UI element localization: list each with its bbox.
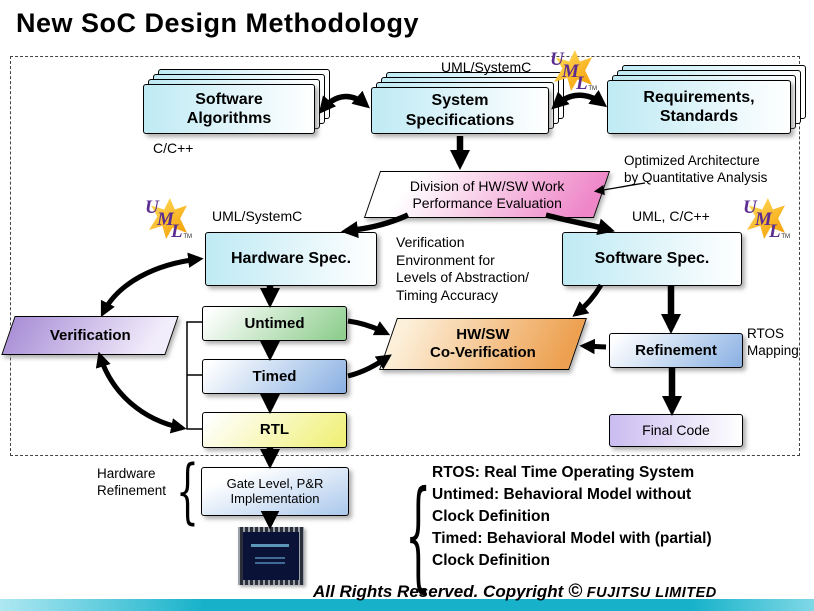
label-verification-environment: Verification Environment for Levels of A… (396, 234, 530, 303)
node-label: Software Algorithms (186, 90, 272, 127)
uml-tm: TM (588, 86, 597, 92)
node-label: Software Spec. (594, 249, 710, 267)
uml-logo-icon: U M L TM (742, 196, 790, 242)
node-label: Verification (49, 326, 131, 344)
uml-letter: M (755, 209, 772, 230)
uml-logo-icon: U M L TM (144, 196, 192, 242)
node-label: Gate Level, P&R Implementation (226, 475, 324, 506)
node-label: Requirements, Standards (643, 88, 755, 125)
uml-letter: U (550, 49, 564, 70)
legend: RTOS: Real Time Operating System Untimed… (432, 462, 712, 572)
node-rtl: RTL (202, 412, 347, 448)
copyright-symbol: © (568, 581, 583, 602)
dashed-boundary (10, 56, 800, 456)
label-hardware-refinement: Hardware Refinement (97, 466, 167, 498)
uml-letter: L (171, 221, 183, 242)
node-timed: Timed (202, 359, 347, 394)
node-label: RTL (259, 421, 290, 439)
company-name: FUJITSU LIMITED (586, 585, 717, 601)
node-label: Final Code (642, 422, 710, 439)
label-c-cpp: C/C++ (153, 140, 194, 156)
node-verification: Verification (1, 316, 179, 355)
node-label: Timed (252, 367, 297, 385)
legend-item: Timed: Behavioral Model with (partial) C… (432, 530, 712, 569)
label-rtos-mapping: RTOS Mapping (747, 326, 799, 358)
bottom-accent-bar (0, 599, 814, 611)
legend-brace: { (405, 464, 432, 605)
label-uml-systemc-top: UML/SystemC (441, 59, 532, 75)
copyright-text: All Rights Reserved. Copyright (313, 582, 564, 601)
uml-letter: U (145, 197, 159, 218)
node-requirements-standards: Requirements, Standards (607, 65, 806, 134)
node-hw-sw-co-verification: HW/SW Co-Verification (379, 318, 587, 370)
hardware-refinement-brace: { (176, 452, 199, 533)
uml-tm: TM (183, 234, 192, 240)
page-title: New SoC Design Methodology (16, 8, 420, 38)
uml-logo-icon: U M L TM (549, 48, 597, 94)
uml-letter: L (576, 73, 588, 94)
node-hardware-spec: Hardware Spec. (205, 232, 377, 286)
soc-chip-image (238, 527, 304, 585)
node-label: Untimed (244, 314, 305, 332)
legend-item: Untimed: Behavioral Model without Clock … (432, 486, 692, 525)
uml-letter: U (743, 197, 757, 218)
node-label: System Specifications (405, 92, 515, 129)
label-uml-systemc-left: UML/SystemC (212, 208, 303, 224)
node-label: Refinement (635, 341, 717, 359)
node-final-code: Final Code (609, 414, 743, 447)
node-software-algorithms: Software Algorithms (143, 69, 330, 134)
node-label: Hardware Spec. (230, 249, 352, 267)
node-untimed: Untimed (202, 306, 347, 341)
node-system-specifications: System Specifications (371, 72, 564, 134)
label-uml-ccpp-right: UML, C/C++ (632, 208, 710, 224)
copyright-footer: All Rights Reserved. Copyright © FUJITSU… (313, 581, 717, 603)
uml-letter: M (157, 209, 174, 230)
node-label: Division of HW/SW Work Performance Evalu… (409, 177, 565, 211)
node-gate-level-implementation: Gate Level, P&R Implementation (201, 467, 349, 516)
chip-die (243, 532, 299, 580)
uml-tm: TM (781, 234, 790, 240)
uml-letter: M (562, 61, 579, 82)
uml-letter: L (769, 221, 781, 242)
node-refinement: Refinement (609, 333, 743, 368)
node-label: HW/SW Co-Verification (430, 326, 536, 361)
legend-item: RTOS: Real Time Operating System (432, 464, 695, 481)
node-division-hw-sw-work: Division of HW/SW Work Performance Evalu… (363, 171, 611, 218)
node-software-spec: Software Spec. (562, 232, 742, 286)
label-optimized-architecture: Optimized Architecture by Quantitative A… (624, 153, 768, 185)
